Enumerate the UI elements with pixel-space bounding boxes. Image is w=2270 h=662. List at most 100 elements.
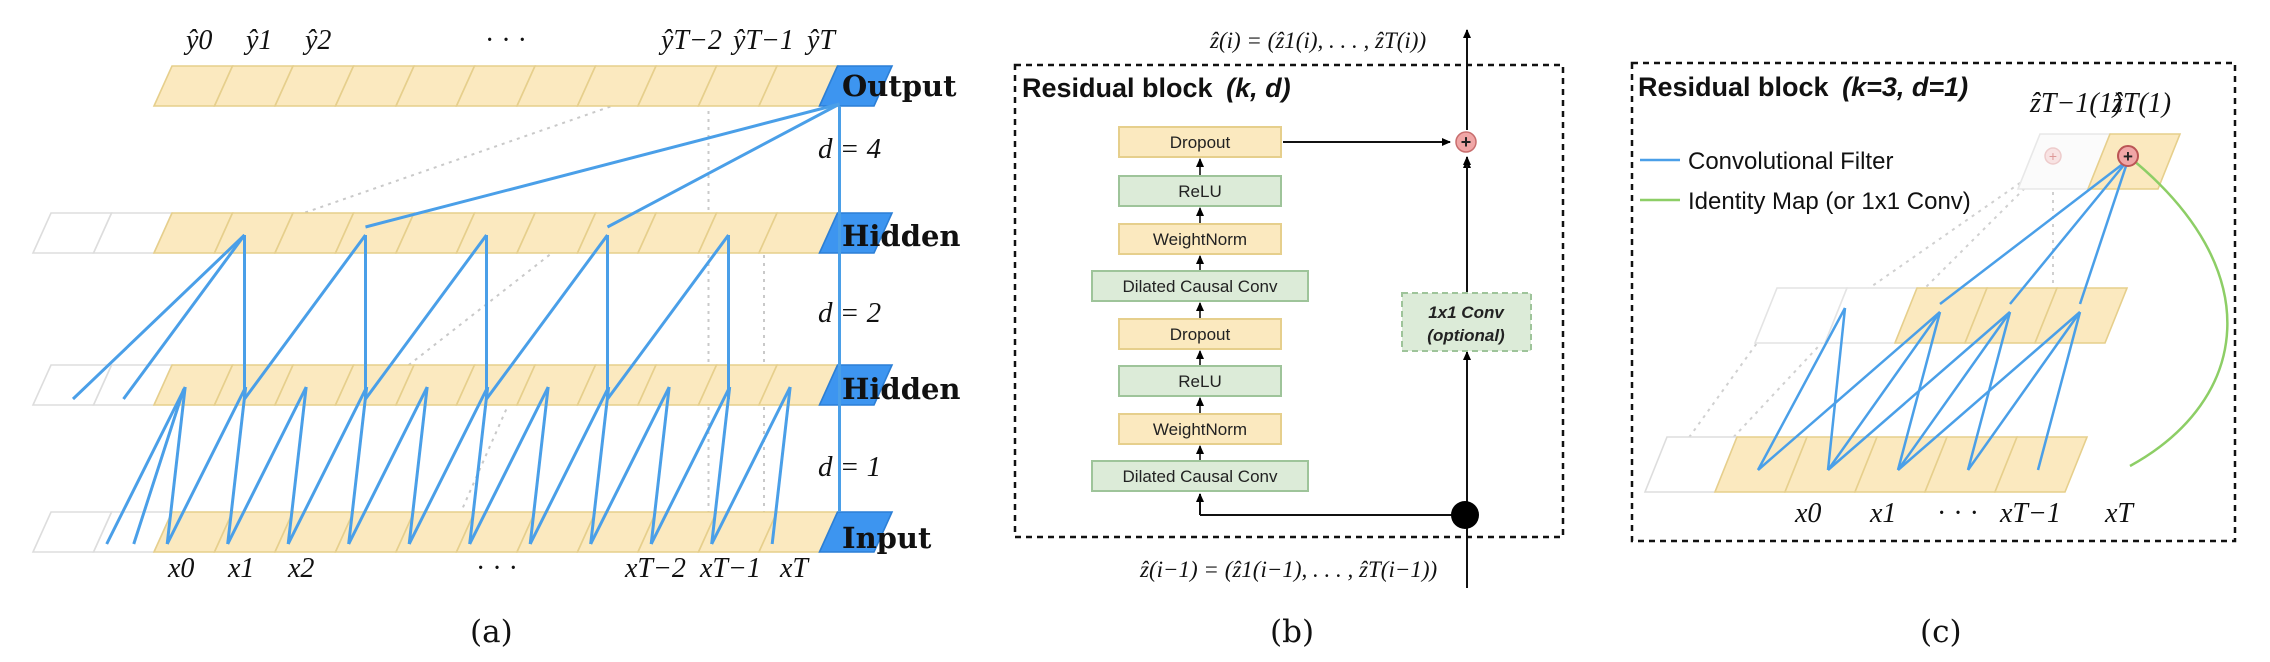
conv-edge-d2 <box>243 234 367 400</box>
input-labels: x0 x1 x2 · · · xT−2 xT−1 xT <box>167 553 810 584</box>
dilation-4-label: d = 4 <box>818 133 881 165</box>
y2-label: ŷ2 <box>302 25 331 56</box>
dilation-2-label: d = 2 <box>818 297 881 329</box>
conv-edge-d1 <box>589 386 611 545</box>
adder-plus-b: + <box>1461 132 1472 152</box>
y1-label: ŷ1 <box>243 25 272 56</box>
c-input-cell <box>1993 436 2089 493</box>
conv-edge-d4 <box>606 102 841 229</box>
title-b-text: Residual block <box>1022 73 1214 103</box>
xT-2-label: xT−2 <box>624 553 686 584</box>
c-conv-edge-bottom <box>1827 311 2011 471</box>
connections-a <box>71 102 841 545</box>
stack-box-label: ReLU <box>1178 372 1221 391</box>
title-c-params: (k=3, d=1) <box>1842 72 1968 102</box>
xT-label: xT <box>779 553 810 584</box>
panel-b: Residual block (k, d) ẑ(i) = (ẑ1(i), . .… <box>1013 28 1565 650</box>
top-formula-b: ẑ(i) = (ẑ1(i), . . . , ẑT(i)) <box>1209 28 1426 53</box>
conv-edge-d1 <box>710 386 732 545</box>
legend-identity-label: Identity Map (or 1x1 Conv) <box>1688 188 1971 215</box>
residual-block-frame-c <box>1630 61 2237 543</box>
dilation-labels: d = 4 d = 2 d = 1 <box>818 133 881 483</box>
c-conv-edge-bottom <box>1826 311 1942 471</box>
c-xT-label: xT <box>2104 498 2135 529</box>
c-conv-edge-top <box>2009 159 2129 305</box>
receptive-guide <box>455 384 518 523</box>
conv-edge-d1 <box>770 386 792 545</box>
legend-conv-label: Convolutional Filter <box>1688 148 1893 175</box>
residual-block-frame-b <box>1013 63 1565 539</box>
conv-edge-d1 <box>132 388 186 545</box>
c-x1-label: x1 <box>1869 498 1896 529</box>
adder-b <box>1455 131 1477 153</box>
ellipsis-top: · · · <box>485 25 527 56</box>
conv-edge-d1 <box>649 386 732 545</box>
c-x0-label: x0 <box>1794 498 1821 529</box>
input-labels-c: x0 x1 · · · xT−1 xT <box>1794 498 2135 529</box>
receptive-guide <box>395 232 579 376</box>
cell-rows-a <box>31 65 894 553</box>
conv-edge-d1 <box>165 386 248 545</box>
c-hidden-cell <box>2033 287 2129 344</box>
conv-edge-d1 <box>165 386 187 545</box>
stack-box-label: Dilated Causal Conv <box>1123 467 1278 486</box>
stack-box-label: ReLU <box>1178 182 1221 201</box>
c-conv-edge-bottom <box>1757 311 1941 471</box>
hidden-bottom-ghost-cell <box>31 364 113 406</box>
conv-edge-d1 <box>286 386 369 545</box>
conv-edge-d1 <box>286 386 308 545</box>
conv-edge-d4 <box>365 102 840 229</box>
stack-box-label: Dilated Causal Conv <box>1123 277 1278 296</box>
conv-edge-d1 <box>226 386 248 545</box>
stack-box-weightnorm <box>1118 413 1282 445</box>
c-conv-edge-top <box>2078 159 2130 305</box>
stack-box-dilated-causal-conv <box>1091 270 1309 302</box>
conv-edge-d1 <box>407 386 490 545</box>
conv-edge-d1 <box>528 386 611 545</box>
conv1x1-label: 1x1 Conv <box>1428 303 1505 322</box>
x1-label: x1 <box>227 553 254 584</box>
caption-b: (b) <box>1270 614 1314 650</box>
hidden-bottom-layer-label: Hidden <box>842 372 961 406</box>
c-conv-edge-bottom <box>1826 307 1847 471</box>
dilation-1-label: d = 1 <box>818 451 881 483</box>
identity-map-curve <box>2127 155 2229 468</box>
conv-edge-d1 <box>589 386 671 545</box>
conv-edge-d1 <box>649 386 671 545</box>
stack-box-label: WeightNorm <box>1153 230 1247 249</box>
bottom-formula-b: ẑ(i−1) = (ẑ1(i−1), . . . , ẑT(i−1)) <box>1139 557 1437 582</box>
branch-node <box>1451 501 1479 529</box>
output-layer-label: Output <box>842 69 957 103</box>
adder-faded-plus: + <box>2049 148 2057 164</box>
title-b-params: (k, d) <box>1226 73 1291 103</box>
panel-a: ŷ0 ŷ1 ŷ2 · · · ŷT−2 ŷT−1 ŷT x0 x1 x2 · ·… <box>31 25 961 650</box>
stack-box-label: WeightNorm <box>1153 420 1247 439</box>
y0-label: ŷ0 <box>183 25 212 56</box>
stack-box-relu <box>1118 365 1282 397</box>
stack-box-label: Dropout <box>1170 325 1231 344</box>
conv-edge-d1 <box>407 386 429 545</box>
conv-edge-d2 <box>364 234 488 400</box>
stack-box-relu <box>1118 175 1282 207</box>
stack-box-dilated-causal-conv <box>1091 460 1309 492</box>
conv-edge-d1 <box>347 386 369 545</box>
xT-1-label: xT−1 <box>699 553 761 584</box>
yT-label: ŷT <box>804 25 837 56</box>
input-ghost-cell <box>31 511 113 553</box>
conv-edge-d2 <box>122 234 246 400</box>
c-conv-edge-bottom <box>2036 311 2082 471</box>
c-conv-edge-bottom <box>1897 311 2081 471</box>
input-active-cell <box>818 511 894 553</box>
output-active-cell <box>818 65 894 107</box>
adder-plus-c: + <box>2123 147 2133 166</box>
caption-a: (a) <box>470 614 513 650</box>
output-labels: ŷ0 ŷ1 ŷ2 · · · ŷT−2 ŷT−1 ŷT <box>183 25 837 56</box>
conv-edge-d1 <box>528 386 550 545</box>
conv-edge-d2 <box>485 234 609 400</box>
title-c-text: Residual block <box>1638 72 1830 102</box>
c-conv-edge-top <box>1939 159 2129 305</box>
hidden-top-layer-label: Hidden <box>842 219 961 253</box>
cell-rows-c <box>1643 133 2182 493</box>
